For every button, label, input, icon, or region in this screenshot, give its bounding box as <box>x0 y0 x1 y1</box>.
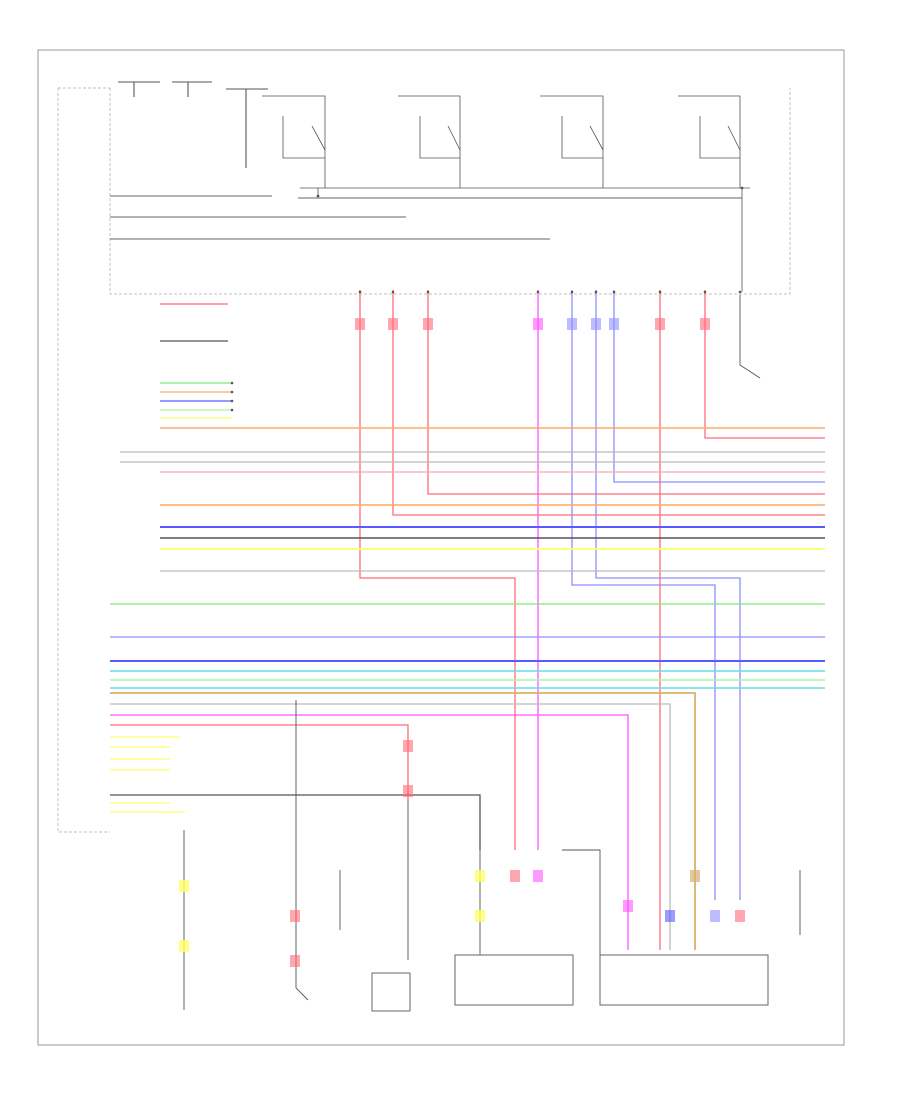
internal-lines <box>110 195 742 240</box>
connector-markers <box>179 318 745 967</box>
lower-wires <box>110 692 696 950</box>
body-ecu-upper-box <box>57 87 791 833</box>
lower-modules <box>183 700 801 1012</box>
ground-lead <box>739 295 761 379</box>
junction-dots <box>230 186 744 412</box>
horizontal-bus <box>110 427 825 689</box>
relays <box>262 95 750 292</box>
vertical-wires-top <box>359 290 825 950</box>
diagram-frame <box>37 49 845 1046</box>
left-stubs <box>160 303 232 419</box>
fuse-lines <box>118 81 268 168</box>
